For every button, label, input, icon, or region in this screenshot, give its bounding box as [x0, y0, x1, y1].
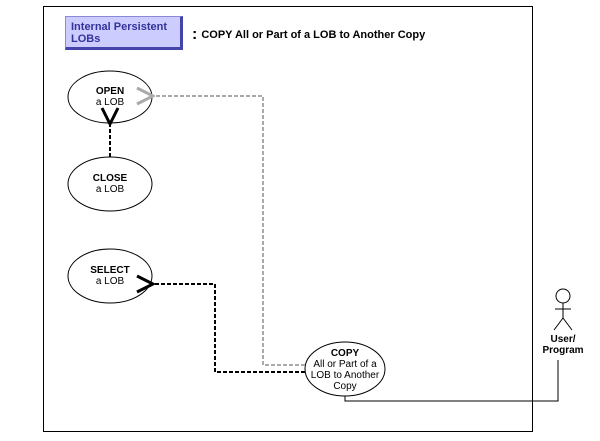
copy-to-open-dependency [153, 96, 305, 366]
select-name: SELECT [90, 265, 130, 276]
diagram-title: :COPY All or Part of a LOB to Another Co… [192, 26, 425, 44]
title-separator: : [192, 26, 198, 43]
open-detail: a LOB [95, 97, 125, 108]
actor-icon [553, 288, 573, 331]
copy-to-select-dependency [153, 284, 305, 373]
select-detail: a LOB [95, 276, 125, 287]
close-detail: a LOB [95, 184, 125, 195]
open-name: OPEN [95, 86, 125, 97]
close-name: CLOSE [92, 173, 128, 184]
actor-association [344, 360, 559, 402]
title-text: COPY All or Part of a LOB to Another Cop… [201, 29, 426, 41]
system-boundary [43, 6, 533, 432]
copy-name: COPY [330, 348, 360, 359]
copy-detail: All or Part of a LOB to Another Copy [310, 359, 380, 392]
actor-line2: Program [542, 345, 584, 356]
actor-line1: User/ [550, 334, 576, 345]
actor-label: User/Program [533, 334, 593, 356]
package-label: Internal Persistent LOBs [65, 16, 183, 50]
